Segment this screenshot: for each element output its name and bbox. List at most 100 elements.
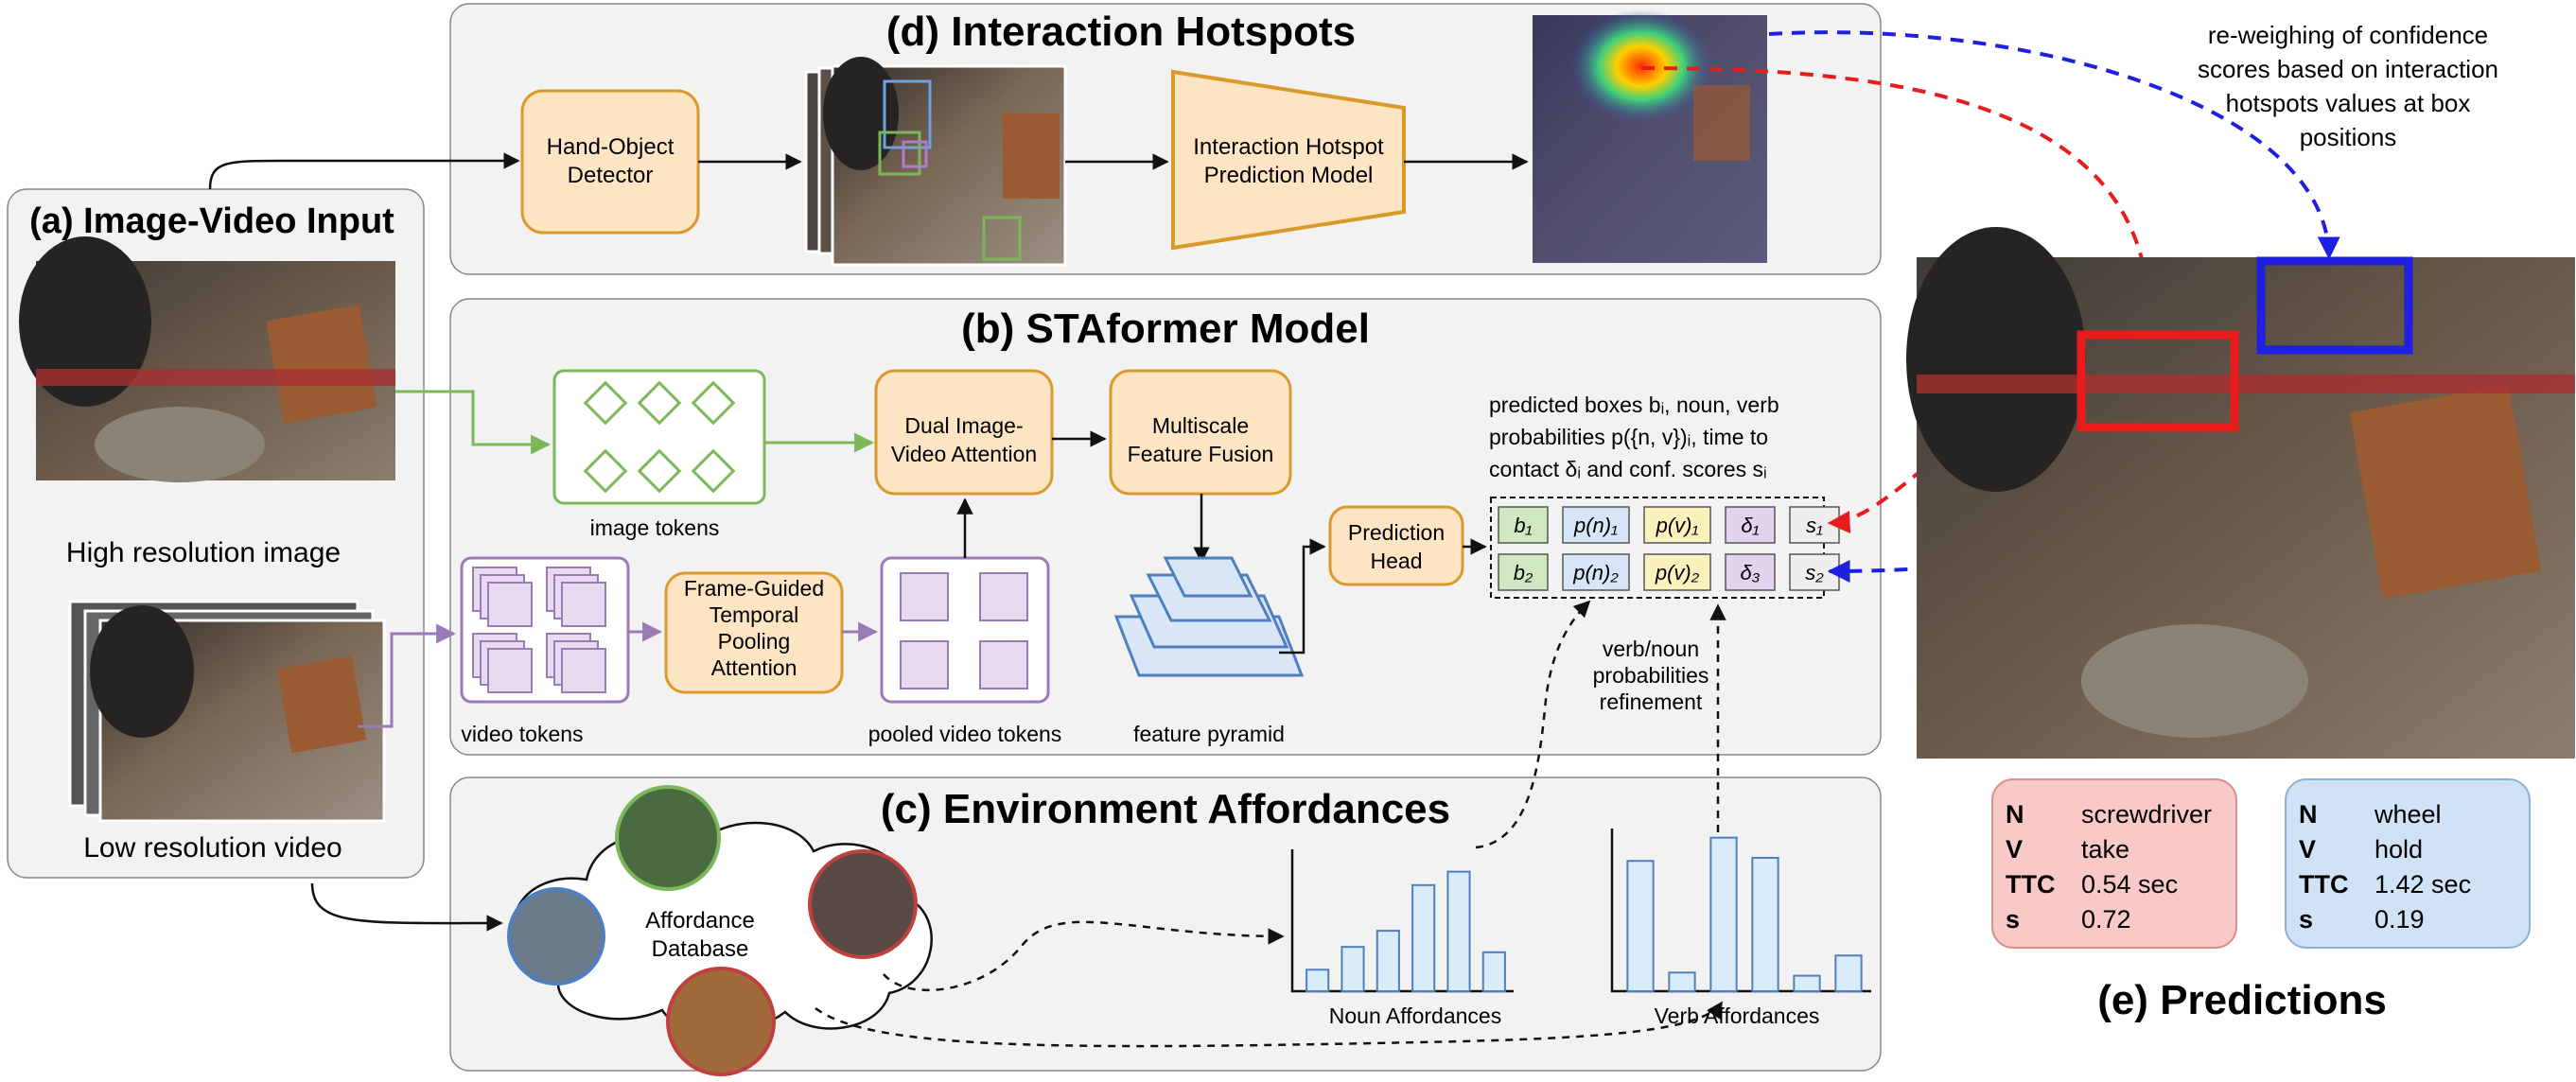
output-cell-box-1 bbox=[1498, 506, 1549, 544]
high-res-image bbox=[19, 236, 395, 482]
noun-affordance-bar-3 bbox=[1376, 930, 1400, 992]
reweigh-note-4: positions bbox=[2300, 123, 2397, 151]
prediction-value-1-4: 0.72 bbox=[2081, 905, 2131, 934]
output-desc-1: predicted boxes bᵢ, noun, verb bbox=[1489, 393, 1779, 417]
output-cell-text-score-1: s₁ bbox=[1806, 514, 1823, 537]
video-tokens-label: video tokens bbox=[461, 722, 583, 746]
temporal-pooling-label-1: Frame-Guided bbox=[684, 576, 824, 601]
hotspots-title: (d) Interaction Hotspots bbox=[886, 9, 1356, 55]
output-cell-text-box-1: b₁ bbox=[1514, 514, 1532, 537]
verb-affordance-bar-3 bbox=[1709, 836, 1738, 993]
arrow-video-to-tokens bbox=[358, 623, 457, 728]
low-res-video bbox=[68, 600, 386, 823]
image-token-diamonds bbox=[583, 380, 736, 494]
pooled-tokens-label: pooled video tokens bbox=[868, 722, 1062, 746]
prediction-key-2-1: N bbox=[2299, 800, 2318, 829]
detector-box bbox=[520, 89, 700, 235]
output-cell-text-noun-prob-1: p(n)₁ bbox=[1573, 514, 1618, 537]
output-table bbox=[1490, 497, 1825, 599]
noun-affordance-bar-6 bbox=[1481, 951, 1506, 993]
prediction-value-1-3: 0.54 sec bbox=[2081, 870, 2178, 899]
database-thumbnails bbox=[507, 785, 918, 1076]
prediction-head-label-2: Head bbox=[1371, 549, 1423, 573]
verb-affordance-bar-6 bbox=[1834, 954, 1863, 993]
affordances-title: (c) Environment Affordances bbox=[881, 786, 1450, 832]
multiscale-fusion-label-1: Multiscale bbox=[1152, 413, 1249, 438]
database-label-2: Database bbox=[652, 936, 749, 962]
arrow-database-to-noun bbox=[883, 920, 1285, 992]
noun-affordance-label: Noun Affordances bbox=[1329, 1003, 1501, 1028]
temporal-pooling-label-4: Attention bbox=[711, 655, 797, 680]
prediction-key-1-3: TTC bbox=[2006, 870, 2055, 899]
hotspot-model-label-2: Prediction Model bbox=[1204, 163, 1374, 188]
reweigh-note-1: re-weighing of confidence bbox=[2208, 21, 2488, 49]
predictions-title: (e) Predictions bbox=[2097, 977, 2387, 1023]
arrow-input-to-detector bbox=[208, 152, 520, 190]
detector-label-2: Detector bbox=[568, 163, 654, 188]
output-cell-verb-prob-2 bbox=[1643, 553, 1711, 591]
feature-pyramid-label: feature pyramid bbox=[1133, 722, 1285, 746]
dual-attention-label-1: Dual Image- bbox=[904, 413, 1023, 438]
arrow-pyramid-to-head bbox=[1279, 538, 1326, 654]
image-tokens-label: image tokens bbox=[590, 515, 720, 540]
output-cell-box-2 bbox=[1498, 553, 1549, 591]
refinement-note-2: probabilities bbox=[1593, 663, 1709, 688]
arrow-database-to-verb bbox=[815, 1001, 1724, 1048]
prediction-value-1-1: screwdriver bbox=[2081, 800, 2212, 829]
prediction-value-2-4: 0.19 bbox=[2374, 905, 2425, 934]
blue-detection-box bbox=[2256, 256, 2413, 355]
dual-attention-label-2: Video Attention bbox=[891, 442, 1037, 466]
output-cell-verb-prob-1 bbox=[1643, 506, 1711, 544]
prediction-key-1-1: N bbox=[2006, 800, 2024, 829]
arrow-image-to-tokens bbox=[395, 390, 552, 455]
database-label-1: Affordance bbox=[645, 908, 755, 934]
output-desc-2: probabilities p({n, v})ᵢ, time to bbox=[1489, 425, 1768, 449]
prediction-value-1-2: take bbox=[2081, 835, 2129, 864]
hotspot-model-box bbox=[1171, 69, 1406, 251]
output-cell-noun-prob-1 bbox=[1562, 506, 1630, 544]
verb-affordance-bar-2 bbox=[1668, 971, 1696, 992]
reweigh-note-2: scores based on interaction bbox=[2198, 55, 2498, 83]
output-cell-text-verb-prob-2: p(v)₂ bbox=[1655, 561, 1700, 585]
output-cell-ttc-2 bbox=[1725, 553, 1776, 591]
image-tokens-box bbox=[552, 369, 766, 505]
noun-affordance-bar-2 bbox=[1341, 946, 1365, 993]
refinement-note-1: verb/noun bbox=[1603, 637, 1699, 661]
output-cell-text-noun-prob-2: p(n)₂ bbox=[1572, 561, 1619, 585]
refinement-note-3: refinement bbox=[1600, 689, 1703, 714]
noun-affordance-bar-1 bbox=[1306, 969, 1330, 993]
prediction-head-label-1: Prediction bbox=[1348, 520, 1445, 545]
arrow-hotspot-red-to-box bbox=[1640, 66, 2161, 321]
verb-affordance-bar-5 bbox=[1793, 974, 1821, 992]
prediction-key-1-4: s bbox=[2006, 905, 2020, 934]
output-cell-noun-prob-2 bbox=[1562, 553, 1630, 591]
verb-affordance-chart bbox=[1610, 829, 1871, 993]
output-cell-ttc-1 bbox=[1725, 506, 1776, 544]
output-cell-text-verb-prob-1: p(v)₁ bbox=[1656, 514, 1699, 537]
prediction-value-2-2: hold bbox=[2374, 835, 2423, 864]
low-res-caption: Low resolution video bbox=[83, 832, 342, 864]
detector-label-1: Hand-Object bbox=[547, 134, 675, 160]
prediction-key-2-3: TTC bbox=[2299, 870, 2348, 899]
prediction-value-2-3: 1.42 sec bbox=[2374, 870, 2471, 899]
output-desc-3: contact δᵢ and conf. scores sᵢ bbox=[1489, 457, 1767, 481]
prediction-key-2-2: V bbox=[2299, 835, 2316, 864]
prediction-key-1-2: V bbox=[2006, 835, 2023, 864]
hotspot-model-label-1: Interaction Hotspot bbox=[1193, 134, 1384, 160]
verb-affordance-bar-4 bbox=[1751, 856, 1779, 993]
verb-affordance-label: Verb Affordances bbox=[1655, 1003, 1820, 1028]
detection-frames bbox=[804, 57, 1067, 267]
verb-affordance-bar-1 bbox=[1626, 860, 1655, 992]
pooled-token-squares bbox=[900, 572, 1028, 689]
reweigh-note-3: hotspots values at box bbox=[2226, 89, 2471, 117]
prediction-image bbox=[1906, 227, 2575, 759]
output-cell-text-box-2: b₂ bbox=[1514, 561, 1533, 585]
multiscale-fusion-label-2: Feature Fusion bbox=[1128, 442, 1274, 466]
prediction-value-2-1: wheel bbox=[2374, 800, 2442, 829]
hotspot-heatmap-image bbox=[1533, 9, 1767, 263]
red-detection-box bbox=[2077, 330, 2239, 432]
output-cell-text-ttc-2: δ₃ bbox=[1741, 561, 1761, 585]
